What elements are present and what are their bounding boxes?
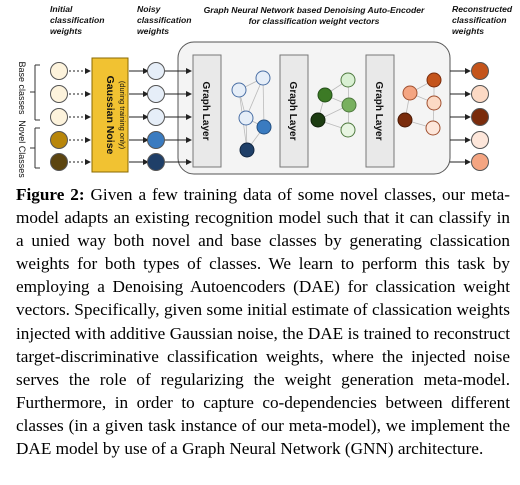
noisy-circle-5 <box>147 153 165 171</box>
figure-caption-text: Given a few training data of some novel … <box>16 185 510 459</box>
cluster3-node-e <box>425 120 441 136</box>
header-reconstructed-line1: Reconstructed <box>452 4 513 14</box>
arrows-noisy-to-graph-layer <box>165 68 192 165</box>
reconstructed-circle-3 <box>471 108 489 126</box>
header-noisy-line2: classification <box>137 15 191 25</box>
cluster1-node-d <box>256 119 272 135</box>
header-noisy-line3: weights <box>137 26 169 36</box>
graph-layer-2-label: Graph Layer <box>287 82 298 141</box>
cluster1-node-b <box>255 70 271 86</box>
header-noisy-line1: Noisy <box>137 4 162 14</box>
initial-circle-3 <box>50 108 68 126</box>
header-initial-line2: classification <box>50 15 104 25</box>
cluster2-node-a <box>340 72 356 88</box>
cluster3-node-c <box>426 95 442 111</box>
cluster1-node-a <box>231 82 247 98</box>
side-label-base: Base classes <box>17 61 27 115</box>
figure-caption: Figure 2: Given a few training data of s… <box>16 183 510 460</box>
reconstructed-circle-1 <box>471 62 489 80</box>
initial-weights <box>50 62 68 171</box>
reconstructed-weights <box>471 62 489 171</box>
gaussian-noise-subtitle: (during training only) <box>118 81 127 150</box>
cluster3-node-d <box>397 112 413 128</box>
figure-caption-label: Figure 2: <box>16 185 85 204</box>
initial-circle-5 <box>50 153 68 171</box>
bracket-novel <box>30 127 40 169</box>
cluster2-node-d <box>310 112 326 128</box>
node-cluster-2 <box>310 72 357 138</box>
gaussian-noise-box <box>91 57 129 173</box>
cluster2-node-e <box>340 122 356 138</box>
header-gnn-line2: for classification weight vectors <box>249 16 380 26</box>
cluster1-node-c <box>238 110 254 126</box>
arrows-noise-to-noisy <box>129 68 149 165</box>
cluster2-node-c <box>341 97 357 113</box>
reconstructed-circle-5 <box>471 153 489 171</box>
header-reconstructed-line2: classification <box>452 15 506 25</box>
reconstructed-circle-4 <box>471 131 489 149</box>
gaussian-noise-title: Gaussian Noise <box>104 76 116 155</box>
arrows-initial-to-noise <box>69 68 91 165</box>
node-cluster-1 <box>231 70 272 158</box>
initial-circle-1 <box>50 62 68 80</box>
initial-circle-4 <box>50 131 68 149</box>
graph-layer-1: Graph Layer <box>192 54 222 168</box>
cluster3-node-b <box>402 85 418 101</box>
figure-diagram: Initial classification weights Noisy cla… <box>0 0 520 180</box>
header-reconstructed-line3: weights <box>452 26 484 36</box>
bracket-base <box>30 64 40 121</box>
noisy-weights <box>147 62 165 171</box>
dae-gnn-diagram: Initial classification weights Noisy cla… <box>17 4 513 178</box>
initial-circle-2 <box>50 85 68 103</box>
noisy-circle-3 <box>147 108 165 126</box>
arrows-gnn-to-reconstructed <box>450 68 471 165</box>
cluster1-node-e <box>239 142 255 158</box>
cluster3-node-a <box>426 72 442 88</box>
header-initial-line3: weights <box>50 26 82 36</box>
cluster2-node-b <box>317 87 333 103</box>
side-label-novel: Novel Classes <box>17 120 27 178</box>
header-gnn-line1: Graph Neural Network based Denoising Aut… <box>204 5 425 15</box>
graph-layer-1-label: Graph Layer <box>200 82 211 141</box>
graph-layer-3-label: Graph Layer <box>373 82 384 141</box>
graph-layer-2: Graph Layer <box>279 54 309 168</box>
noisy-circle-2 <box>147 85 165 103</box>
header-initial-line1: Initial <box>50 4 73 14</box>
node-cluster-3 <box>397 72 442 136</box>
noisy-circle-1 <box>147 62 165 80</box>
graph-layer-3: Graph Layer <box>365 54 395 168</box>
noisy-circle-4 <box>147 131 165 149</box>
reconstructed-circle-2 <box>471 85 489 103</box>
